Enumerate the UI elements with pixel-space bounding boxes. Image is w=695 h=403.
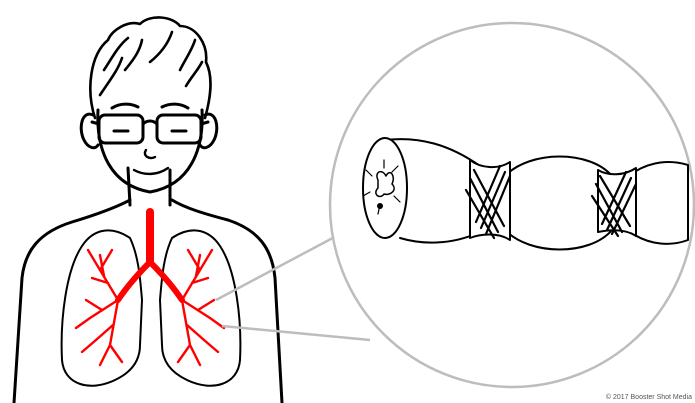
tube-segment-3 bbox=[630, 162, 688, 244]
glasses-arm-right bbox=[201, 122, 208, 124]
copyright-credit: © 2017 Booster Shot Media bbox=[606, 394, 692, 401]
eyebrow-left bbox=[112, 104, 138, 108]
nose bbox=[145, 150, 155, 158]
glasses-bridge bbox=[143, 121, 157, 124]
hair bbox=[90, 17, 210, 118]
glasses-lens-right bbox=[157, 115, 201, 143]
callout-line-upper bbox=[216, 232, 344, 300]
glasses-lens-left bbox=[99, 115, 143, 143]
tube-lumen bbox=[376, 172, 394, 197]
callout-line-lower bbox=[222, 326, 370, 340]
glasses-arm-left bbox=[92, 122, 99, 124]
mouth bbox=[134, 168, 168, 174]
eyebrow-right bbox=[162, 104, 188, 108]
